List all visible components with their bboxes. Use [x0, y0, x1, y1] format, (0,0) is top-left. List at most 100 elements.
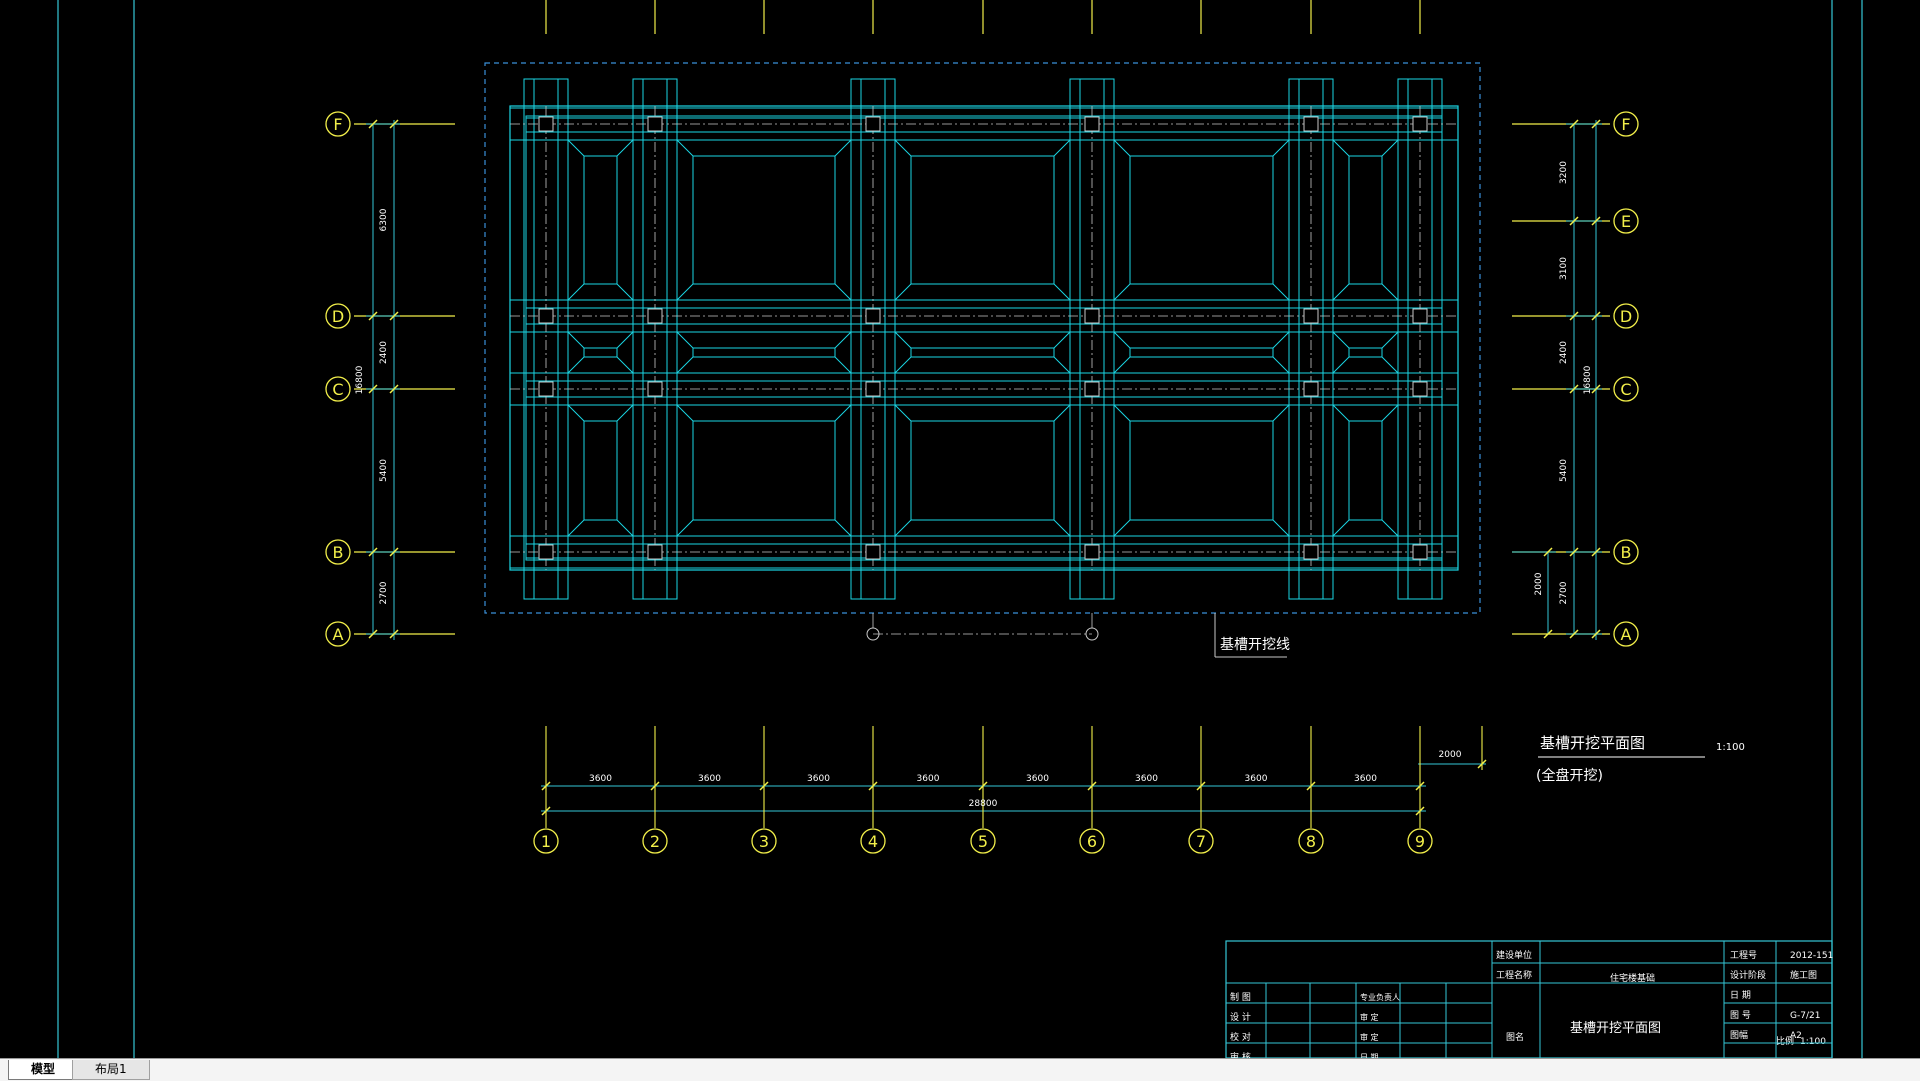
title-block-border [1225, 940, 1833, 1058]
column-bubble-label: 1 [541, 832, 551, 851]
trench-column-inner [642, 78, 668, 600]
bay-chamfer [1381, 356, 1399, 374]
trench-column-inner [1298, 78, 1324, 600]
left-dim-text: 5400 [379, 459, 389, 482]
trench-outer-outline [509, 105, 1459, 571]
column-bubble [1298, 828, 1324, 854]
bay-chamfer [616, 283, 634, 301]
tab-layout1[interactable]: 布局1 [72, 1060, 150, 1080]
trench-column-inner [860, 78, 886, 600]
bay-chamfer [676, 283, 694, 301]
bay-chamfer [1332, 331, 1350, 349]
axis-bubble-label: C [1620, 380, 1631, 399]
bay-chamfer [616, 139, 634, 157]
bay-chamfer [894, 356, 912, 374]
bay-chamfer [616, 519, 634, 537]
layout-tab-bar: 模型 布局1 [0, 1058, 1920, 1081]
bay-inner-panel [583, 155, 618, 285]
bottom-extra-dim-text: 2000 [1439, 750, 1462, 760]
dim-tick [389, 629, 399, 639]
bay-chamfer [567, 139, 585, 157]
drawing-subtitle: (全盘开挖) [1536, 767, 1603, 784]
dim-tick [368, 547, 378, 557]
left-dim-text: 2700 [379, 581, 389, 604]
bay-chamfer [1381, 139, 1399, 157]
bay-inner-panel [583, 347, 618, 358]
tb-left-label: 制 图 [1230, 991, 1251, 1003]
dim-tick [1477, 759, 1487, 769]
bay-chamfer [1332, 404, 1350, 422]
column-footing [865, 308, 881, 324]
bay-chamfer [834, 519, 852, 537]
bay-chamfer [1332, 139, 1350, 157]
dimension-lines: 6300240054002700168003200310024005400270… [355, 119, 1705, 854]
bay-chamfer [834, 283, 852, 301]
right-dim-text: 3200 [1559, 161, 1569, 184]
left-total-dim-text: 16800 [355, 365, 365, 394]
dim-tick [1543, 629, 1553, 639]
dim-tick [759, 781, 769, 791]
bay-inner-panel [910, 155, 1055, 285]
axis-bubble-F [325, 111, 351, 137]
column-footing [1084, 544, 1100, 560]
dim-tick [1087, 781, 1097, 791]
tab-model[interactable]: 模型 [8, 1060, 79, 1080]
dim-tick [368, 311, 378, 321]
column-footing [647, 308, 663, 324]
bay-chamfer [676, 139, 694, 157]
column-footing [1303, 544, 1319, 560]
bay-inner-panel [1129, 420, 1274, 521]
bay-chamfer [567, 519, 585, 537]
column-footing [538, 308, 554, 324]
column-footing [1303, 308, 1319, 324]
column-footing [865, 116, 881, 132]
axis-bubble-C [1613, 376, 1639, 402]
tb-left-label: 审 核 [1230, 1051, 1251, 1058]
axis-bubble-C [325, 376, 351, 402]
bay-chamfer [1272, 519, 1290, 537]
bay-chamfer [1113, 356, 1131, 374]
column-footing [647, 116, 663, 132]
bay-inner-panel [692, 347, 836, 358]
drawing-labels: 基槽开挖线 基槽开挖平面图 1:100 (全盘开挖) [1220, 636, 1745, 784]
bay-chamfer [567, 331, 585, 349]
bay-chamfer [1381, 331, 1399, 349]
bay-chamfer [1113, 331, 1131, 349]
column-bubble-label: 7 [1196, 832, 1206, 851]
bay-chamfer [1113, 139, 1131, 157]
bay-chamfer [1272, 404, 1290, 422]
bay-inner-panel [1129, 347, 1274, 358]
right-dim-text: 2400 [1559, 341, 1569, 364]
tb-right-value: 2012-151 [1790, 951, 1833, 961]
column-footing [1084, 116, 1100, 132]
axis-bubble-B [325, 539, 351, 565]
column-footing [1084, 381, 1100, 397]
bay-chamfer [1381, 519, 1399, 537]
bay-chamfer [676, 331, 694, 349]
bottom-dim-text: 3600 [1135, 774, 1158, 784]
dim-tick [368, 119, 378, 129]
axis-bubble-E [1613, 208, 1639, 234]
axis-bubble-B [1613, 539, 1639, 565]
bay-inner-panel [692, 155, 836, 285]
bay-chamfer [894, 519, 912, 537]
dim-tick [1591, 216, 1601, 226]
tb-project-label: 工程名称 [1496, 969, 1532, 981]
dim-tick [1415, 806, 1425, 816]
dim-tick [650, 781, 660, 791]
tb-right-label: 图 号 [1730, 1010, 1751, 1021]
column-footing [647, 544, 663, 560]
axis-bubble-label: E [1621, 212, 1631, 231]
right-dim-text: 3100 [1559, 257, 1569, 280]
trench-outer-outline-2 [525, 117, 1443, 559]
column-bubble [1407, 828, 1433, 854]
bay-inner-panel [910, 347, 1055, 358]
column-footing [1303, 381, 1319, 397]
axis-bubble-F [1613, 111, 1639, 137]
bay-chamfer [1272, 356, 1290, 374]
bay-chamfer [1053, 519, 1071, 537]
dim-tick [1543, 547, 1553, 557]
